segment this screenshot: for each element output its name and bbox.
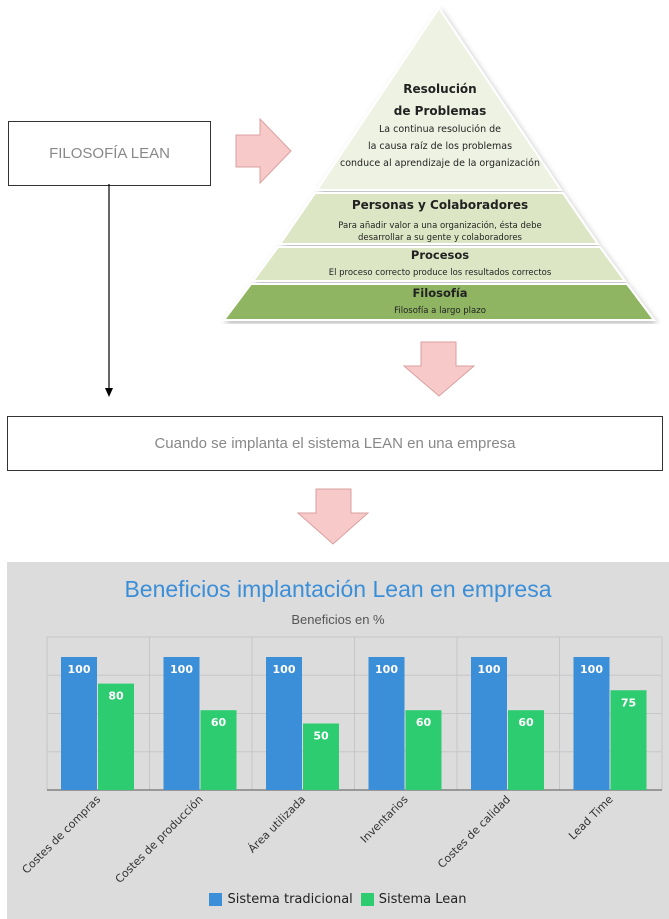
pyramid-top-title-line2: de Problemas	[393, 104, 487, 118]
pyramid-filosofia-title: Filosofía	[412, 286, 468, 300]
data-label: 60	[416, 716, 432, 729]
category-label: Área utilizada	[246, 793, 309, 856]
pyramid-personas-desc-line2: desarrollar a su gente y colaboradores	[358, 233, 522, 243]
pyramid-top-level	[315, 6, 563, 191]
bar-tradicional	[368, 657, 405, 790]
pyramid-level-procesos	[251, 246, 627, 282]
filosofia-lean-label: FILOSOFÍA LEAN	[49, 145, 170, 162]
category-label: Costes de calidad	[435, 793, 513, 871]
pyramid-procesos-title: Procesos	[410, 248, 470, 262]
connector-arrowhead	[105, 388, 113, 397]
bar-tradicional	[266, 657, 302, 790]
legend-item-tradicional[interactable]: Sistema tradicional	[209, 892, 353, 907]
down-arrow-icon-1	[402, 341, 476, 397]
data-label: 100	[170, 663, 193, 676]
data-label: 100	[375, 663, 398, 676]
lean-pyramid	[222, 6, 656, 321]
data-label: 100	[478, 663, 501, 676]
chart-subtitle: Beneficios en %	[291, 612, 385, 627]
pyramid-personas-title: Personas y Colaboradores	[351, 198, 529, 212]
bar-tradicional	[163, 657, 200, 790]
down-arrow-icon-2	[296, 488, 370, 545]
bar-lean	[610, 690, 647, 790]
legend-swatch-tradicional	[209, 893, 223, 906]
data-label: 100	[580, 663, 603, 676]
category-label: Costes de compras	[20, 793, 104, 877]
data-label: 75	[621, 696, 636, 709]
data-label: 80	[108, 690, 124, 703]
pyramid-procesos-desc: El proceso correcto produce los resultad…	[328, 268, 552, 278]
category-label: Costes de producción	[113, 793, 206, 886]
pyramid-top-title-line1: Resolución	[403, 82, 477, 96]
pyramid-personas-desc-line1: Para añadir valor a una organización, és…	[338, 221, 542, 231]
pyramid-top-title: Resolución de Problemas	[340, 78, 540, 122]
legend-item-lean[interactable]: Sistema Lean	[360, 892, 467, 907]
data-label: 60	[518, 716, 534, 729]
pyramid-top-desc-line2: la causa raíz de los problemas	[367, 141, 513, 152]
bar-lean	[98, 683, 134, 790]
pyramid-top-desc-line3: conduce al aprendizaje de la organizació…	[339, 158, 540, 169]
implanta-lean-box: Cuando se implanta el sistema LEAN en un…	[7, 416, 663, 471]
category-label: Lead Time	[566, 793, 616, 843]
pyramid-level-filosofia	[222, 283, 656, 321]
bar-lean	[508, 710, 544, 790]
legend-label-tradicional: Sistema tradicional	[227, 892, 353, 907]
chart-legend: Sistema tradicional Sistema Lean	[7, 892, 669, 907]
pyramid-personas-desc: Para añadir valor a una organización, és…	[290, 220, 590, 244]
bar-lean	[200, 710, 237, 790]
data-label: 100	[68, 663, 91, 676]
legend-swatch-lean	[360, 893, 374, 906]
pyramid-top-desc-line1: La continua resolución de	[379, 124, 501, 135]
chart-title: Beneficios implantación Lean en empresa	[124, 576, 552, 602]
pyramid-top-desc: La continua resolución de la causa raíz …	[320, 121, 560, 172]
data-label: 60	[211, 716, 227, 729]
pyramid-level-personas	[278, 192, 600, 245]
bar-tradicional	[61, 657, 97, 790]
pyramid-filosofia-desc: Filosofía a largo plazo	[394, 306, 486, 316]
implanta-lean-label: Cuando se implanta el sistema LEAN en un…	[154, 435, 516, 452]
data-label: 50	[313, 730, 329, 743]
benefits-chart-panel: Beneficios implantación Lean en empresa …	[7, 562, 669, 919]
data-label: 100	[273, 663, 296, 676]
bar-lean	[405, 710, 442, 790]
category-label: Inventarios	[358, 793, 411, 846]
bar-lean	[303, 723, 339, 790]
bar-tradicional	[573, 657, 610, 790]
legend-label-lean: Sistema Lean	[378, 892, 467, 907]
filosofia-lean-box: FILOSOFÍA LEAN	[8, 121, 211, 186]
bar-tradicional	[471, 657, 507, 790]
right-arrow-icon	[235, 117, 292, 185]
